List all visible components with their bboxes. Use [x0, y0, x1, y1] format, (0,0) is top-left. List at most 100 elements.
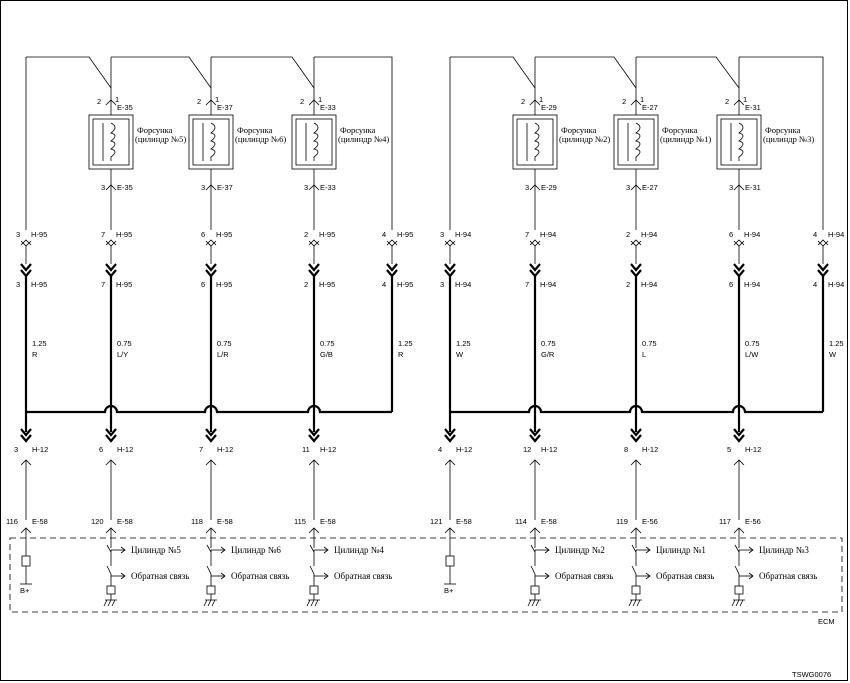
pin-number: 2	[626, 280, 630, 289]
ecm-connector-id: E-58	[117, 517, 133, 526]
wire-color: R	[32, 350, 38, 359]
bplus-label: B+	[444, 586, 454, 595]
pin-number: 3	[304, 183, 308, 192]
injector-connector-id: E-33	[320, 103, 336, 112]
pin-number: 3	[14, 445, 18, 454]
arrow-icon	[220, 572, 226, 580]
pin-number: 2	[521, 97, 525, 106]
injector-label: Форсунка	[340, 125, 376, 135]
injector-coil-icon	[210, 122, 216, 161]
harness-connector-id: H-94	[744, 230, 760, 239]
harness-connector-id: H-95	[116, 280, 132, 289]
harness-connector-id: H-94	[455, 230, 471, 239]
pin-number: 7	[199, 445, 203, 454]
arrow-icon	[544, 572, 550, 580]
pin-number: 3	[525, 183, 529, 192]
h12-connector-id: H-12	[456, 445, 472, 454]
ecm-pin-number: 119	[616, 517, 628, 526]
harness-connector-id: H-95	[31, 230, 47, 239]
arrow-icon	[645, 546, 651, 554]
injector-label: Форсунка	[137, 125, 173, 135]
pin-number: 12	[523, 445, 531, 454]
feedback-switch	[734, 550, 740, 586]
pin-number: 4	[813, 230, 817, 239]
injector-connector-id: E-29	[541, 183, 557, 192]
arrow-icon	[323, 546, 329, 554]
h12-connector	[444, 434, 456, 443]
supply-wire	[450, 56, 536, 89]
h12-connector-id: H-12	[642, 445, 658, 454]
ecm-feedback-label: Обратная связь	[131, 571, 189, 581]
injector-inner	[516, 118, 554, 166]
harness-connector-id: H-94	[455, 280, 471, 289]
harness-connector-id: H-94	[828, 280, 844, 289]
pin-number: 3	[440, 280, 444, 289]
pin-number: 2	[725, 97, 729, 106]
sensor-icon	[530, 585, 540, 595]
ecm-pin-number: 115	[294, 517, 306, 526]
ecm-pin-number: 117	[719, 517, 731, 526]
harness-connector-lower	[20, 263, 32, 272]
pin-number: 7	[525, 230, 529, 239]
h12-connector	[630, 428, 642, 437]
arrow-icon	[645, 572, 651, 580]
pin-number: 3	[101, 183, 105, 192]
harness-connector-lower	[444, 263, 456, 272]
injector-inner	[720, 118, 758, 166]
feedback-switch	[309, 550, 315, 586]
harness-connector-upper	[105, 239, 117, 246]
injector-connector-id: E-35	[117, 103, 133, 112]
pin-number: 3	[440, 230, 444, 239]
pin-number: 2	[304, 280, 308, 289]
h12-connector	[308, 434, 320, 443]
injector-label: Форсунка	[561, 125, 597, 135]
pin-number: 5	[727, 445, 731, 454]
ecm-cylinder-driver: Цилиндр №5	[131, 545, 181, 555]
ecm-feedback-label: Обратная связь	[656, 571, 714, 581]
ecm-label: ECM	[818, 617, 835, 626]
sensor-icon	[106, 585, 116, 595]
injector-label: Форсунка	[237, 125, 273, 135]
pin-number: 2	[626, 230, 630, 239]
harness-connector-id: H-95	[319, 230, 335, 239]
harness-connector-id: H-95	[216, 230, 232, 239]
wire-size: 0.75	[642, 339, 657, 348]
injector-coil-icon	[110, 122, 116, 161]
pin-number: 2	[622, 97, 626, 106]
pin-number: 4	[382, 280, 386, 289]
h12-connector	[105, 428, 117, 437]
ground-icon	[203, 594, 217, 607]
wire-size: 0.75	[117, 339, 132, 348]
wire-size: 0.75	[541, 339, 556, 348]
wire-size: 1.25	[456, 339, 471, 348]
wire-size: 1.25	[398, 339, 413, 348]
h12-connector-id: H-12	[745, 445, 761, 454]
pin-number: 4	[382, 230, 386, 239]
feedback-switch	[106, 550, 112, 586]
harness-connector-lower	[205, 263, 217, 272]
wire-size: 1.25	[32, 339, 47, 348]
harness-connector-id: H-95	[216, 280, 232, 289]
feedback-switch	[530, 550, 536, 586]
ecm-cylinder-driver: Цилиндр №6	[231, 545, 281, 555]
pin-number: 11	[302, 445, 310, 454]
injector-connector-id: E-29	[541, 103, 557, 112]
arrow-icon	[323, 572, 329, 580]
h12-connector	[308, 428, 320, 437]
supply-wire	[211, 56, 315, 89]
pin-number: 6	[201, 280, 205, 289]
injector-cylinder-label: (цилиндр №2)	[559, 134, 610, 144]
ecm-cylinder-driver: Цилиндр №2	[555, 545, 605, 555]
pin-number: 7	[101, 230, 105, 239]
ground-icon	[527, 594, 541, 607]
resistor-icon	[21, 555, 31, 567]
injector-inner	[617, 118, 655, 166]
ground-icon	[306, 594, 320, 607]
pin-number: 3	[201, 183, 205, 192]
supply-wire	[739, 56, 824, 230]
ground-icon	[731, 594, 745, 607]
harness-connector-upper	[733, 239, 745, 246]
h12-connector	[105, 434, 117, 443]
harness-connector-id: H-95	[397, 280, 413, 289]
injector-inner	[295, 118, 333, 166]
